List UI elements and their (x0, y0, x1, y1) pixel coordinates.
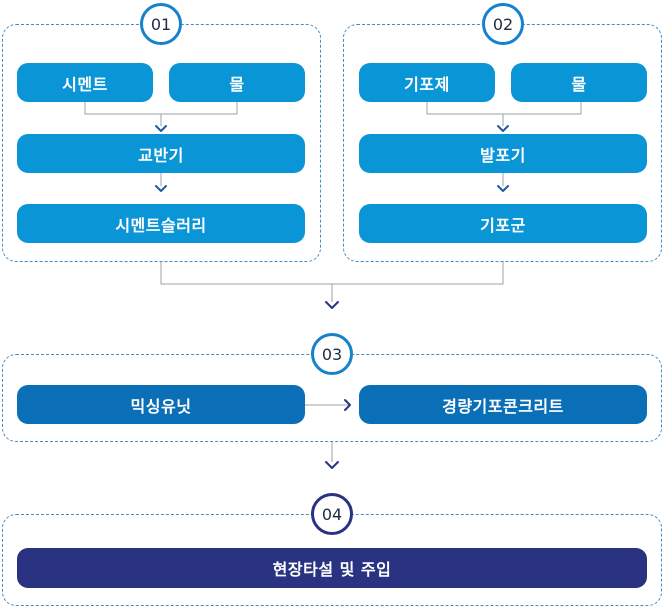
foam-generator-box: 발포기 (359, 134, 647, 173)
step2-badge: 02 (482, 3, 524, 45)
foaming-agent-box: 기포제 (359, 63, 495, 102)
step1-badge: 01 (140, 3, 182, 45)
arrow-down-icon (325, 461, 339, 469)
step3-badge: 03 (311, 333, 353, 375)
arrow-down-icon (325, 301, 339, 309)
foam-box: 기포군 (359, 204, 647, 243)
on-site-placement-box: 현장타설 및 주입 (17, 548, 647, 588)
mixing-unit-box: 믹싱유닛 (17, 385, 305, 424)
mixer-box: 교반기 (17, 134, 305, 173)
lightweight-foam-concrete-box: 경량기포콘크리트 (359, 385, 647, 424)
cement-slurry-box: 시멘트슬러리 (17, 204, 305, 243)
water-box-2: 물 (511, 63, 647, 102)
cement-box: 시멘트 (17, 63, 153, 102)
step4-badge: 04 (311, 493, 353, 535)
water-box-1: 물 (169, 63, 305, 102)
